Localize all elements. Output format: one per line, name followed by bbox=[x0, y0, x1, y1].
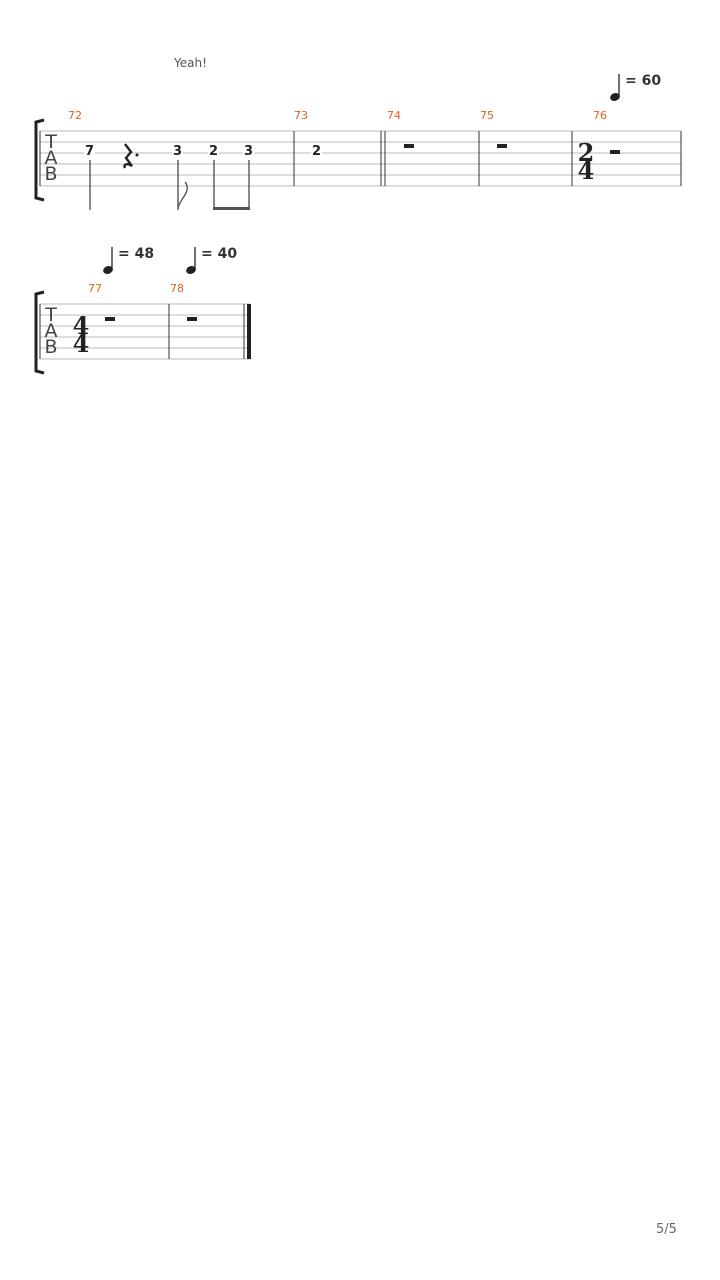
measure-number-78: 78 bbox=[170, 282, 184, 295]
measure-number-74: 74 bbox=[387, 109, 401, 122]
tempo-note-icon-1 bbox=[610, 74, 620, 101]
system-1-staff-lines bbox=[40, 130, 681, 187]
system-1-stems bbox=[89, 160, 250, 210]
tab-letter-t: T bbox=[45, 304, 57, 326]
fret-number: 2 bbox=[311, 144, 323, 159]
measure-number-73: 73 bbox=[294, 109, 308, 122]
time-signature-bottom: 4 bbox=[72, 329, 90, 358]
tempo-text-1: = 60 bbox=[625, 73, 662, 89]
measure-number-76: 76 bbox=[593, 109, 607, 122]
tempo-text-3: = 40 bbox=[201, 246, 238, 262]
whole-rest-78 bbox=[187, 317, 197, 321]
system-2-barlines bbox=[39, 304, 245, 359]
lyric-text: Yeah! bbox=[174, 56, 207, 70]
system-2-bracket bbox=[34, 290, 45, 375]
system-1-bracket bbox=[34, 118, 45, 202]
tab-letter-b: B bbox=[44, 336, 58, 358]
whole-rest-75 bbox=[497, 144, 507, 148]
system-1-barlines bbox=[39, 131, 682, 186]
tab-letter-b: B bbox=[44, 163, 58, 185]
whole-rest-76 bbox=[610, 150, 620, 154]
fret-number: 3 bbox=[243, 144, 255, 159]
system-2-staff-lines bbox=[40, 303, 250, 360]
quarter-rest bbox=[123, 143, 133, 169]
time-signature-top: 2 bbox=[577, 138, 595, 167]
whole-rest-77 bbox=[105, 317, 115, 321]
page-number: 5/5 bbox=[656, 1222, 677, 1237]
tab-letter-a: A bbox=[44, 320, 58, 342]
measure-number-72: 72 bbox=[68, 109, 82, 122]
tempo-note-icon-3 bbox=[186, 247, 196, 274]
tab-letter-t: T bbox=[45, 131, 57, 153]
measure-number-77: 77 bbox=[88, 282, 102, 295]
fret-number: 2 bbox=[208, 144, 220, 159]
fret-number: 3 bbox=[172, 144, 184, 159]
measure-number-75: 75 bbox=[480, 109, 494, 122]
tempo-text-2: = 48 bbox=[118, 246, 155, 262]
eighth-flag bbox=[177, 181, 188, 209]
rest-dot bbox=[135, 153, 139, 157]
time-signature-bottom: 4 bbox=[577, 156, 595, 185]
time-signature-top: 4 bbox=[72, 311, 90, 340]
final-barline bbox=[247, 304, 251, 359]
fret-number: 7 bbox=[84, 144, 96, 159]
whole-rest-74 bbox=[404, 144, 414, 148]
tempo-note-icon-2 bbox=[103, 247, 113, 274]
beam bbox=[213, 207, 250, 210]
tab-letter-a: A bbox=[44, 147, 58, 169]
